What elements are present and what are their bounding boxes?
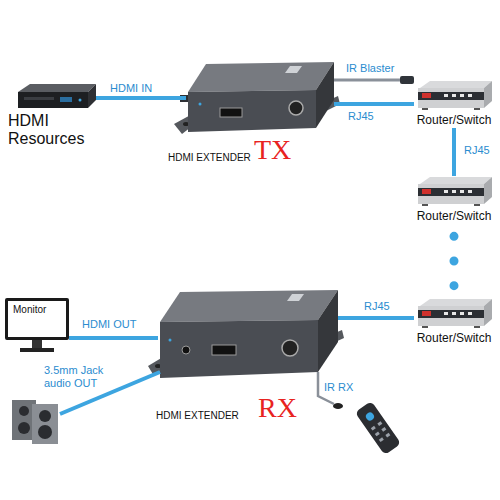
screen-text: Monitor — [13, 304, 46, 316]
player-side — [88, 84, 96, 108]
device-label: HDMI Resources — [8, 112, 92, 148]
cable-label: HDMI IN — [108, 82, 154, 95]
remote-button — [381, 427, 386, 432]
cable-label: HDMI OUT — [80, 318, 138, 331]
cable-label: RJ45 — [346, 110, 376, 123]
tx-front — [188, 90, 316, 132]
remote-control — [355, 401, 401, 455]
remote-body — [355, 401, 401, 455]
rx-top — [160, 290, 338, 322]
remote-button — [379, 437, 384, 442]
continuation-dots — [450, 224, 459, 298]
speaker-cabinet — [32, 404, 58, 444]
hdmi-port — [212, 345, 236, 355]
device-label: Router/Switch — [417, 112, 492, 128]
router-switch: Router/Switch — [414, 80, 494, 128]
remote-button — [385, 433, 390, 438]
remote-button — [364, 411, 375, 422]
remote-button — [371, 426, 376, 431]
speaker-driver — [18, 422, 30, 434]
source-device: HDMI Resources — [18, 84, 96, 108]
network-cable — [452, 128, 456, 176]
power-port — [289, 101, 303, 115]
monitor-neck — [32, 340, 42, 348]
router-icon — [418, 299, 492, 328]
player-tray — [24, 97, 54, 100]
ir-rx-sensor — [333, 403, 343, 409]
ir-blaster-head — [400, 76, 414, 84]
router-icon — [418, 177, 492, 206]
player-led — [79, 99, 82, 102]
hdmi-port — [220, 108, 242, 117]
speaker-driver — [19, 406, 29, 416]
rx-front — [160, 320, 318, 378]
ir-rx-label: IR RX — [322, 381, 355, 394]
router-switch: Router/Switch — [414, 176, 494, 224]
rx-led — [169, 339, 172, 342]
extender-tx: HDMI EXTENDERTX — [186, 62, 334, 134]
rx-sticker — [287, 294, 304, 301]
speaker-driver — [38, 425, 52, 439]
player-display — [60, 97, 72, 102]
device-label: Router/Switch — [417, 330, 492, 346]
device-tag: RX — [258, 394, 297, 422]
speaker-driver — [39, 410, 51, 422]
cable-label: RJ45 — [362, 300, 392, 313]
network-cable — [338, 316, 414, 320]
remote-button — [375, 432, 380, 437]
device-label: HDMI EXTENDER — [156, 410, 239, 422]
ir-blaster-cable — [334, 79, 402, 82]
ir-blaster-label: IR Blaster — [344, 62, 396, 75]
device-label: Router/Switch — [417, 208, 492, 224]
tx-side — [316, 62, 334, 128]
tx-top — [188, 62, 334, 92]
player-front — [18, 92, 88, 108]
router-switch: Router/Switch — [414, 298, 494, 346]
remote-button — [377, 421, 382, 426]
rx-side — [318, 290, 338, 372]
player-top — [18, 84, 96, 92]
cable-label: RJ45 — [462, 144, 492, 157]
monitor-base — [20, 348, 54, 352]
hdmi-cable — [96, 96, 186, 100]
monitor-screen: Monitor — [5, 298, 69, 340]
audio-jack — [182, 346, 190, 354]
audio-label: 3.5mm Jack audio OUT — [42, 364, 112, 390]
tx-led — [199, 103, 202, 106]
network-cable — [334, 102, 414, 106]
device-tag: TX — [254, 136, 291, 164]
tx-sticker — [285, 66, 302, 73]
extender-rx: HDMI EXTENDERRX — [158, 290, 338, 380]
router-icon — [418, 81, 492, 110]
hdmi-cable — [69, 336, 158, 340]
power-port — [282, 340, 298, 356]
device-label: HDMI EXTENDER — [168, 152, 251, 164]
